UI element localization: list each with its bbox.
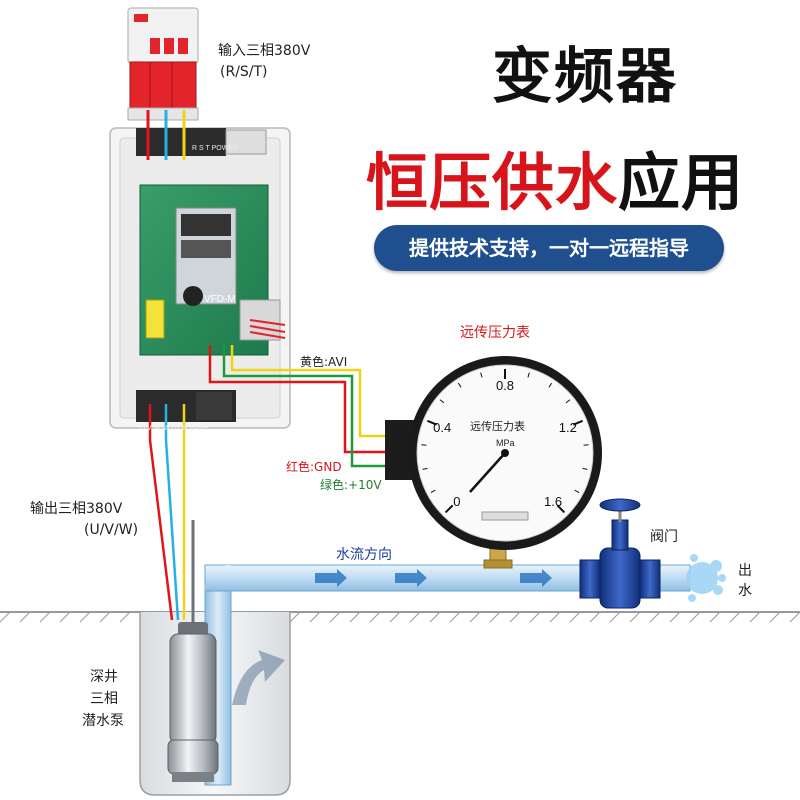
output-power-label: 输出三相380V [30, 501, 123, 517]
subtitle-black: 应用 [618, 146, 745, 219]
submersible-pump [167, 520, 219, 782]
pump-label-2: 三相 [90, 691, 118, 707]
gauge-tick-mark [444, 504, 454, 514]
input-power-label: 输入三相380V [218, 43, 311, 59]
pump-label-3: 潜水泵 [82, 713, 124, 729]
gauge-tick-mark [422, 467, 428, 470]
inverter [109, 127, 291, 429]
bottom-terminal-label: U V W MOTOR Brake [140, 425, 208, 432]
subtitle-red: 恒压供水 [365, 146, 618, 219]
gate-valve [579, 498, 661, 609]
gauge-tick-mark [556, 504, 566, 514]
inverter-model: VFD-M [204, 294, 236, 305]
water-flow-label: 水流方向 [336, 547, 392, 563]
gauge-tick-mark [457, 382, 462, 388]
gauge-face-text: 远传压力表 [470, 419, 525, 433]
gauge-tick-mark [565, 399, 571, 404]
wire-green-label: 绿色:+10V [320, 478, 382, 492]
circuit-breaker [127, 7, 199, 121]
output-terminals-label: (U/V/W) [84, 522, 139, 538]
outlet-label-2: 水 [738, 583, 752, 599]
up-arrow-icon [232, 650, 285, 705]
wire-red-label: 红色:GND [286, 460, 342, 474]
gauge-tick-label: 0.8 [496, 378, 514, 393]
pressure-gauge: 00.40.81.21.6 [385, 356, 602, 550]
gauge-title-label: 远传压力表 [460, 325, 530, 341]
wire-yellow-label: 黄色:AVI [300, 355, 348, 369]
gauge-tick-mark [480, 372, 483, 378]
gauge-tick-mark [572, 419, 583, 426]
outlet-label-1: 出 [738, 563, 752, 579]
gauge-tick-mark [439, 399, 445, 404]
input-terminals-label: (R/S/T) [220, 64, 268, 80]
gauge-tick-label: 1.2 [559, 420, 577, 435]
page-subtitle: 恒压供水应用 [330, 132, 780, 222]
top-terminal-label: R S T POWER [192, 145, 238, 152]
gauge-scale: 00.40.81.21.6 [421, 369, 589, 514]
page-title: 变频器 [492, 42, 678, 112]
gauge-tick-mark [574, 489, 580, 494]
gauge-tick-mark [582, 467, 588, 470]
gauge-tick-mark [430, 489, 436, 494]
gauge-tick-label: 0 [453, 494, 460, 509]
gauge-tick-mark [427, 419, 438, 426]
flow-arrows [315, 569, 552, 587]
gauge-unit: MPa [496, 438, 515, 448]
water-splash-icon [686, 554, 726, 602]
pump-label-1: 深井 [90, 669, 118, 685]
ground [0, 611, 800, 623]
valve-label: 阀门 [650, 529, 678, 545]
support-banner: 提供技术支持，一对一远程指导 [374, 225, 724, 271]
wires [146, 110, 392, 621]
gauge-tick-mark [527, 372, 530, 378]
gauge-tick-mark [548, 382, 553, 388]
gauge-tick-label: 0.4 [433, 420, 451, 435]
